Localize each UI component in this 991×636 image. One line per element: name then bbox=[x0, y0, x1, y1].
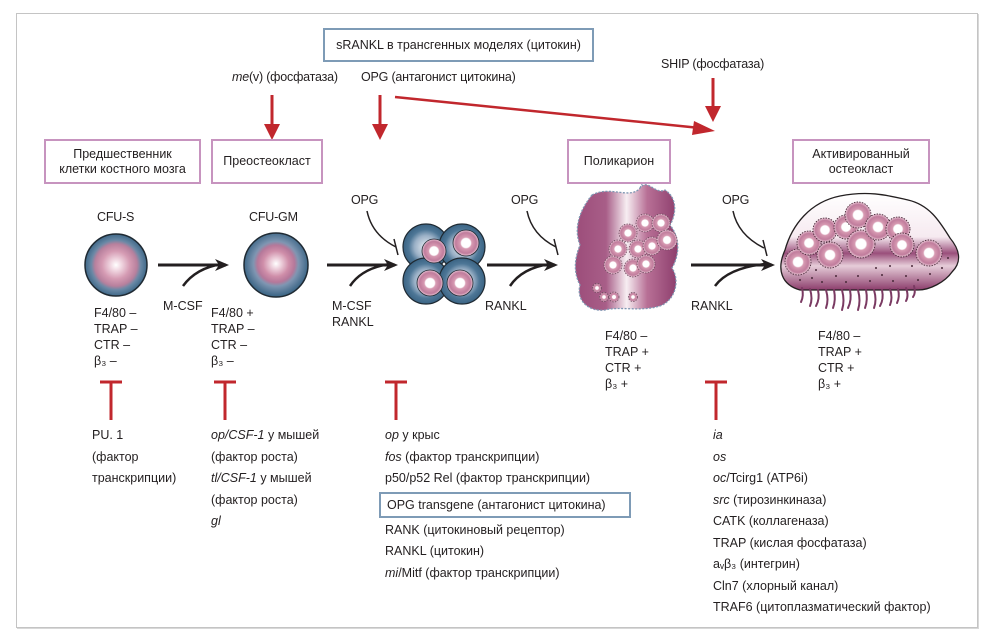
cell-label-cfu-s: CFU-S bbox=[97, 210, 135, 224]
knockout-item: op у крыс bbox=[385, 428, 440, 442]
knockout-item: транскрипции) bbox=[92, 471, 177, 485]
opg-transgene-box: OPG transgene (антагонист цитокина) bbox=[379, 491, 631, 518]
srankl-box-label: sRANKL в трансгенных моделях (цитокин) bbox=[336, 37, 581, 52]
mev-label-rest: (v) (фосфатаза) bbox=[248, 70, 338, 84]
knockout-bar-4 bbox=[705, 380, 727, 420]
transition-arrow-3 bbox=[487, 259, 558, 287]
knockout-list-4: ia os oc/Tcirg1 (ATP6i) src (тирозинкина… bbox=[713, 425, 931, 619]
knockout-item: src (тирозинкиназа) bbox=[713, 492, 827, 507]
knockout-item: RANKL (цитокин) bbox=[385, 544, 485, 558]
knockout-item: (фактор bbox=[92, 449, 139, 464]
opg-transgene-label: OPG transgene (антагонист цитокина) bbox=[387, 497, 606, 512]
markers-polykaryon: F4/80 – TRAP + CTR + β₃ + bbox=[605, 329, 649, 391]
transition-arrow-1 bbox=[158, 259, 229, 287]
knockout-item: PU. 1 bbox=[92, 428, 124, 442]
factor-label-2: M-CSF RANKL bbox=[332, 299, 374, 329]
mev-label: me(v) (фосфатаза) bbox=[232, 70, 338, 85]
opg-antagonist-label: OPG (антагонист цитокина) bbox=[361, 70, 516, 84]
figure-frame bbox=[16, 13, 978, 628]
knockout-item: os bbox=[713, 449, 727, 464]
factor-label-1: M-CSF bbox=[163, 299, 203, 313]
stage-box-precursor: Предшественник клетки костного мозга bbox=[44, 139, 201, 184]
cell-polykaryon bbox=[574, 174, 679, 311]
factor-label-3: RANKL bbox=[485, 299, 527, 313]
stage-box-preosteoclast: Преостеокласт bbox=[211, 139, 323, 184]
srankl-box: sRANKL в трансгенных моделях (цитокин) bbox=[323, 28, 594, 62]
knockout-item: (фактор роста) bbox=[211, 492, 298, 507]
knockout-item: (фактор роста) bbox=[211, 449, 298, 464]
red-arrow-opg-diagonal bbox=[394, 95, 715, 135]
knockout-list-1: PU. 1 (фактор транскрипции) bbox=[92, 425, 176, 490]
knockout-item: TRAP (кислая фосфатаза) bbox=[713, 535, 867, 550]
mev-label-italic: me bbox=[232, 70, 249, 84]
red-arrow-ship bbox=[705, 78, 721, 122]
markers-activated-osteoclast: F4/80 – TRAP + CTR + β₃ + bbox=[818, 329, 862, 391]
markers-cfu-s: F4/80 – TRAP – CTR – β₃ – bbox=[94, 306, 138, 368]
knockout-list-2: op/CSF-1 у мышей (фактор роста) tl/CSF-1… bbox=[211, 425, 319, 533]
opg-inhibitor-curve-3 bbox=[526, 210, 559, 256]
knockout-item: tl/CSF-1 у мышей bbox=[211, 471, 312, 485]
cell-cfu-gm bbox=[243, 232, 309, 298]
cell-cfu-s bbox=[84, 233, 148, 297]
cell-activated-osteoclast bbox=[780, 192, 960, 311]
knockout-item: Cln7 (хлорный канал) bbox=[713, 578, 839, 593]
stage-box-activated-osteoclast: Активированный остеокласт bbox=[792, 139, 930, 184]
cell-label-cfu-gm: CFU-GM bbox=[249, 210, 298, 224]
transition-arrow-4 bbox=[691, 259, 775, 287]
ship-label: SHIP (фосфатаза) bbox=[661, 57, 765, 71]
red-arrow-opg bbox=[372, 95, 388, 140]
knockout-bar-3 bbox=[385, 380, 407, 420]
cell-fusing-cluster bbox=[402, 223, 486, 305]
knockout-bar-2 bbox=[214, 380, 236, 420]
knockout-item: ia bbox=[713, 428, 723, 442]
opg-inhibitor-label-2: OPG bbox=[351, 193, 379, 207]
knockout-item: CATK (коллагеназа) bbox=[713, 514, 829, 528]
knockout-item: fos (фактор транскрипции) bbox=[385, 449, 540, 464]
knockout-item: gl bbox=[211, 514, 221, 528]
knockout-item: RANK (цитокиновый рецептор) bbox=[385, 522, 565, 537]
factor-label-4: RANKL bbox=[691, 299, 733, 313]
stage-box-polykaryon: Поликарион bbox=[567, 139, 671, 184]
knockout-bar-1 bbox=[100, 380, 122, 420]
knockout-item: mi/Mitf (фактор транскрипции) bbox=[385, 565, 560, 580]
red-arrow-mev bbox=[264, 95, 280, 140]
knockout-item: p50/p52 Rel (фактор транскрипции) bbox=[385, 471, 591, 485]
knockout-item: aᵥβ₃ (интегрин) bbox=[713, 557, 800, 571]
markers-cfu-gm: F4/80 + TRAP – CTR – β₃ – bbox=[211, 306, 255, 368]
opg-inhibitor-curve-2 bbox=[366, 210, 399, 256]
knockout-list-3: op у крыс fos (фактор транскрипции) p50/… bbox=[379, 425, 631, 584]
opg-inhibitor-label-3: OPG bbox=[511, 193, 539, 207]
knockout-item: op/CSF-1 у мышей bbox=[211, 428, 320, 442]
opg-inhibitor-label-4: OPG bbox=[722, 193, 750, 207]
transition-arrow-2 bbox=[327, 259, 398, 287]
opg-inhibitor-curve-4 bbox=[732, 210, 768, 257]
knockout-item: oc/Tcirg1 (ATP6i) bbox=[713, 471, 808, 485]
knockout-item: TRAF6 (цитоплазматический фактор) bbox=[713, 600, 931, 614]
